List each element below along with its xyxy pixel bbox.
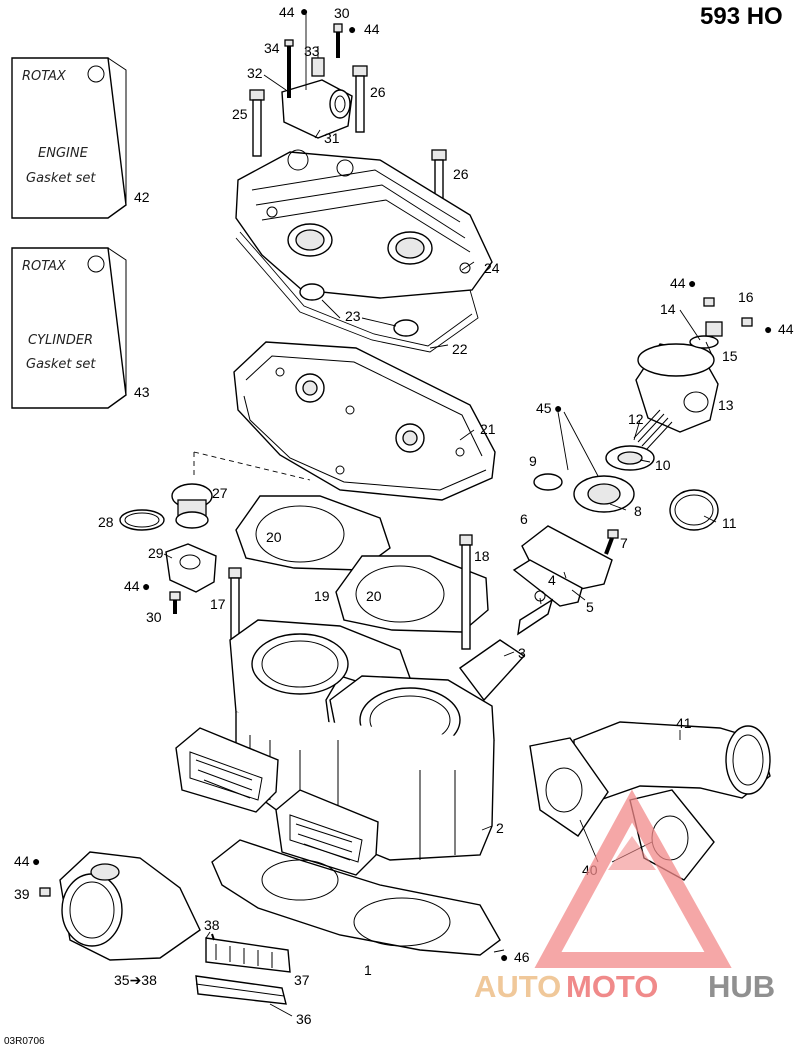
cover-gasket [235,231,479,353]
thermostat-assembly [119,451,311,614]
callout-23: 23 [345,308,361,324]
callout-12: 12 [628,411,644,427]
callout-9: 9 [529,453,537,469]
callout-labels: 44 ● 30 ● 44 34 33 32 25 26 31 26 42 24 … [4,3,794,1047]
oil-drop-icon: ● [688,275,696,291]
callout-31: 31 [324,130,340,146]
watermark-hub: HUB [708,969,775,1004]
kit-brand: ROTAX [22,69,67,84]
callout-32: 32 [247,65,263,81]
watermark-triangle-icon [534,789,732,968]
callout-24: 24 [484,260,500,276]
callout-44: 44 [778,321,794,337]
callout-26: 26 [370,84,386,100]
callout-1: 1 [364,962,372,978]
callout-44: 44 [364,21,380,37]
kit-title-line2: Gasket set [26,171,96,186]
callout-44: 44 [670,275,686,291]
oil-drop-icon: ● [142,578,150,594]
model-title: 593 HO [700,3,783,30]
callout-28: 28 [98,514,114,530]
callout-19: 19 [314,588,330,604]
callout-21: 21 [480,421,496,437]
callout-37: 37 [294,972,310,988]
kit-callout-43: 43 [134,384,150,400]
callout-2: 2 [496,820,504,836]
oil-drop-icon: ● [554,400,562,416]
automotohub-watermark: AUTO MOTO HUB [474,789,775,1004]
callout-7: 7 [620,535,628,551]
rotax-logo-icon [87,65,105,83]
base-gasket [211,839,501,956]
oil-drop-icon: ● [764,321,772,337]
kit-callout-42: 42 [134,189,150,205]
rotary-valve-spring [605,409,673,471]
rotax-logo-icon [87,255,105,273]
kit-brand: ROTAX [22,259,67,274]
intake-manifold [39,851,201,961]
engine-gasket-kit: ROTAX ENGINE Gasket set [11,57,127,219]
callout-20: 20 [266,529,282,545]
callout-34: 34 [264,40,280,56]
head-bolts-top [249,65,447,217]
reference-code: 03R0706 [4,1036,45,1047]
oil-drop-icon: ● [500,949,508,965]
oil-injection-parts [459,525,619,702]
callout-5: 5 [586,599,594,615]
cylinder-head-cover [235,149,493,299]
oil-drop-icon: ● [300,3,308,19]
callout-39: 39 [14,886,30,902]
oil-drop-icon: ● [348,21,356,37]
callout-29: 29 [148,545,164,561]
callout-14: 14 [660,301,676,317]
kit-title-line2: Gasket set [26,357,96,372]
callout-45: 45 [536,400,552,416]
callout-41: 41 [676,715,692,731]
callout-33: 33 [304,43,320,59]
callout-38: 38 [204,917,220,933]
head-gaskets [235,495,489,633]
watermark-moto: MOTO [566,969,658,1004]
rotary-valve-cover [635,297,753,433]
callout-13: 13 [718,397,734,413]
callout-3: 3 [518,645,526,661]
callout-35-38: 35➔38 [114,972,157,988]
callout-30: 30 [146,609,162,625]
callout-16: 16 [738,289,754,305]
callout-18: 18 [474,548,490,564]
exhaust-manifold [529,721,771,881]
callout-44: 44 [124,578,140,594]
rotary-valve-parts [533,473,719,531]
watermark-auto: AUTO [474,969,561,1004]
callout-22: 22 [452,341,468,357]
callout-6: 6 [520,511,528,527]
callout-46: 46 [514,949,530,965]
kit-title-line1: ENGINE [38,146,89,161]
callout-15: 15 [722,348,738,364]
callout-44: 44 [279,4,295,20]
callout-17: 17 [210,596,226,612]
cylinder-gasket-kit: ROTAX CYLINDER Gasket set [11,247,127,409]
callout-4: 4 [548,572,556,588]
reed-petals [195,933,291,1005]
cylinder-head [233,341,496,501]
kit-title-line1: CYLINDER [28,333,93,348]
callout-36: 36 [296,1011,312,1027]
callout-44: 44 [14,853,30,869]
water-outlet-assembly [281,23,353,139]
oil-drop-icon: ● [32,853,40,869]
callout-26: 26 [453,166,469,182]
callout-8: 8 [634,503,642,519]
callout-20: 20 [366,588,382,604]
callout-27: 27 [212,485,228,501]
callout-30: 30 [334,5,350,21]
callout-11: 11 [722,515,737,531]
callout-10: 10 [655,457,671,473]
reed-valve-blocks [175,727,379,876]
callout-25: 25 [232,106,248,122]
